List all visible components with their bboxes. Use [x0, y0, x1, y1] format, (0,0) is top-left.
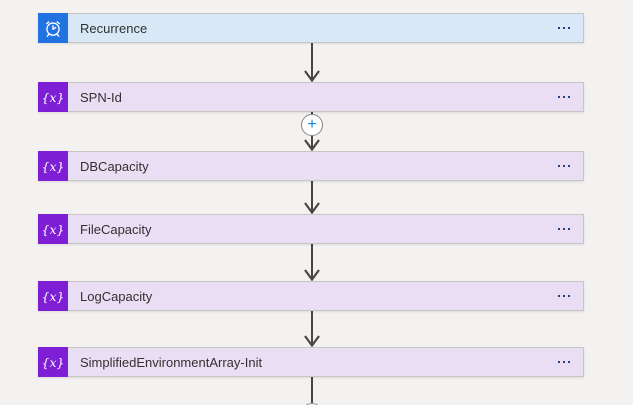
variable-braces-icon: {x} [38, 214, 68, 244]
variable-glyph: {x} [41, 354, 65, 370]
flow-step-logcapacity[interactable]: {x} LogCapacity [38, 281, 584, 311]
variable-glyph: {x} [41, 158, 65, 174]
flow-step-recurrence[interactable]: Recurrence [38, 13, 584, 43]
step-menu-button[interactable] [551, 215, 577, 243]
step-menu-button[interactable] [551, 348, 577, 376]
ellipsis-icon [558, 165, 570, 167]
connector-arrow [304, 244, 320, 281]
ellipsis-icon [558, 228, 570, 230]
insert-step-button[interactable]: + [301, 114, 323, 136]
variable-glyph: {x} [41, 221, 65, 237]
flow-step-title: FileCapacity [80, 221, 152, 237]
flow-step-title: LogCapacity [80, 288, 153, 304]
flow-step-title: Recurrence [80, 20, 148, 36]
variable-braces-icon: {x} [38, 151, 68, 181]
flow-step-dbcapacity[interactable]: {x} DBCapacity [38, 151, 584, 181]
flow-step-title: DBCapacity [80, 158, 149, 174]
ellipsis-icon [558, 295, 570, 297]
flow-step-spn-id[interactable]: {x} SPN-Id [38, 82, 584, 112]
connector-arrow [304, 181, 320, 214]
connector-line [311, 377, 313, 404]
variable-braces-icon: {x} [38, 281, 68, 311]
variable-glyph: {x} [41, 288, 65, 304]
step-menu-button[interactable] [551, 14, 577, 42]
connector-arrow [304, 43, 320, 82]
step-menu-button[interactable] [551, 152, 577, 180]
flow-step-title: SimplifiedEnvironmentArray-Init [80, 354, 263, 370]
ellipsis-icon [558, 27, 570, 29]
flow-step-filecapacity[interactable]: {x} FileCapacity [38, 214, 584, 244]
ellipsis-icon [558, 361, 570, 363]
ellipsis-icon [558, 96, 570, 98]
variable-braces-icon: {x} [38, 82, 68, 112]
step-menu-button[interactable] [551, 83, 577, 111]
flow-step-simplifiedenvironmentarray-init[interactable]: {x} SimplifiedEnvironmentArray-Init [38, 347, 584, 377]
variable-braces-icon: {x} [38, 347, 68, 377]
flow-step-title: SPN-Id [80, 89, 122, 105]
alarm-clock-icon [38, 13, 68, 43]
connector-arrow [304, 311, 320, 347]
variable-glyph: {x} [41, 89, 65, 105]
step-menu-button[interactable] [551, 282, 577, 310]
